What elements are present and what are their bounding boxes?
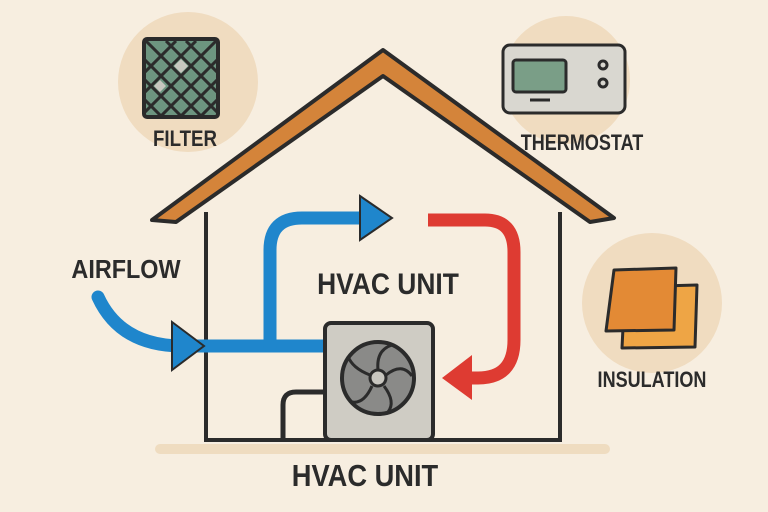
thermostat-icon xyxy=(501,43,627,115)
warm-airflow-arrow xyxy=(428,213,521,400)
refrigerant-pipe xyxy=(280,389,326,440)
insulation-label: INSULATION xyxy=(598,368,707,392)
hvac-unit-label: HVAC UNIT xyxy=(317,266,459,300)
fan-icon xyxy=(340,340,416,416)
thermostat-label: THERMOSTAT xyxy=(521,131,644,155)
cool-arrowhead xyxy=(359,194,394,242)
filter-label: FILTER xyxy=(153,128,217,152)
roof xyxy=(150,48,616,224)
hvac-unit-caption: HVAC UNIT xyxy=(292,459,439,493)
airflow-label: AIRFLOW xyxy=(71,256,181,284)
airflow-arrowhead xyxy=(171,320,206,372)
insulation-icon xyxy=(604,266,699,350)
hvac-unit xyxy=(323,321,435,442)
filter-icon xyxy=(142,37,220,119)
ground xyxy=(155,444,610,454)
